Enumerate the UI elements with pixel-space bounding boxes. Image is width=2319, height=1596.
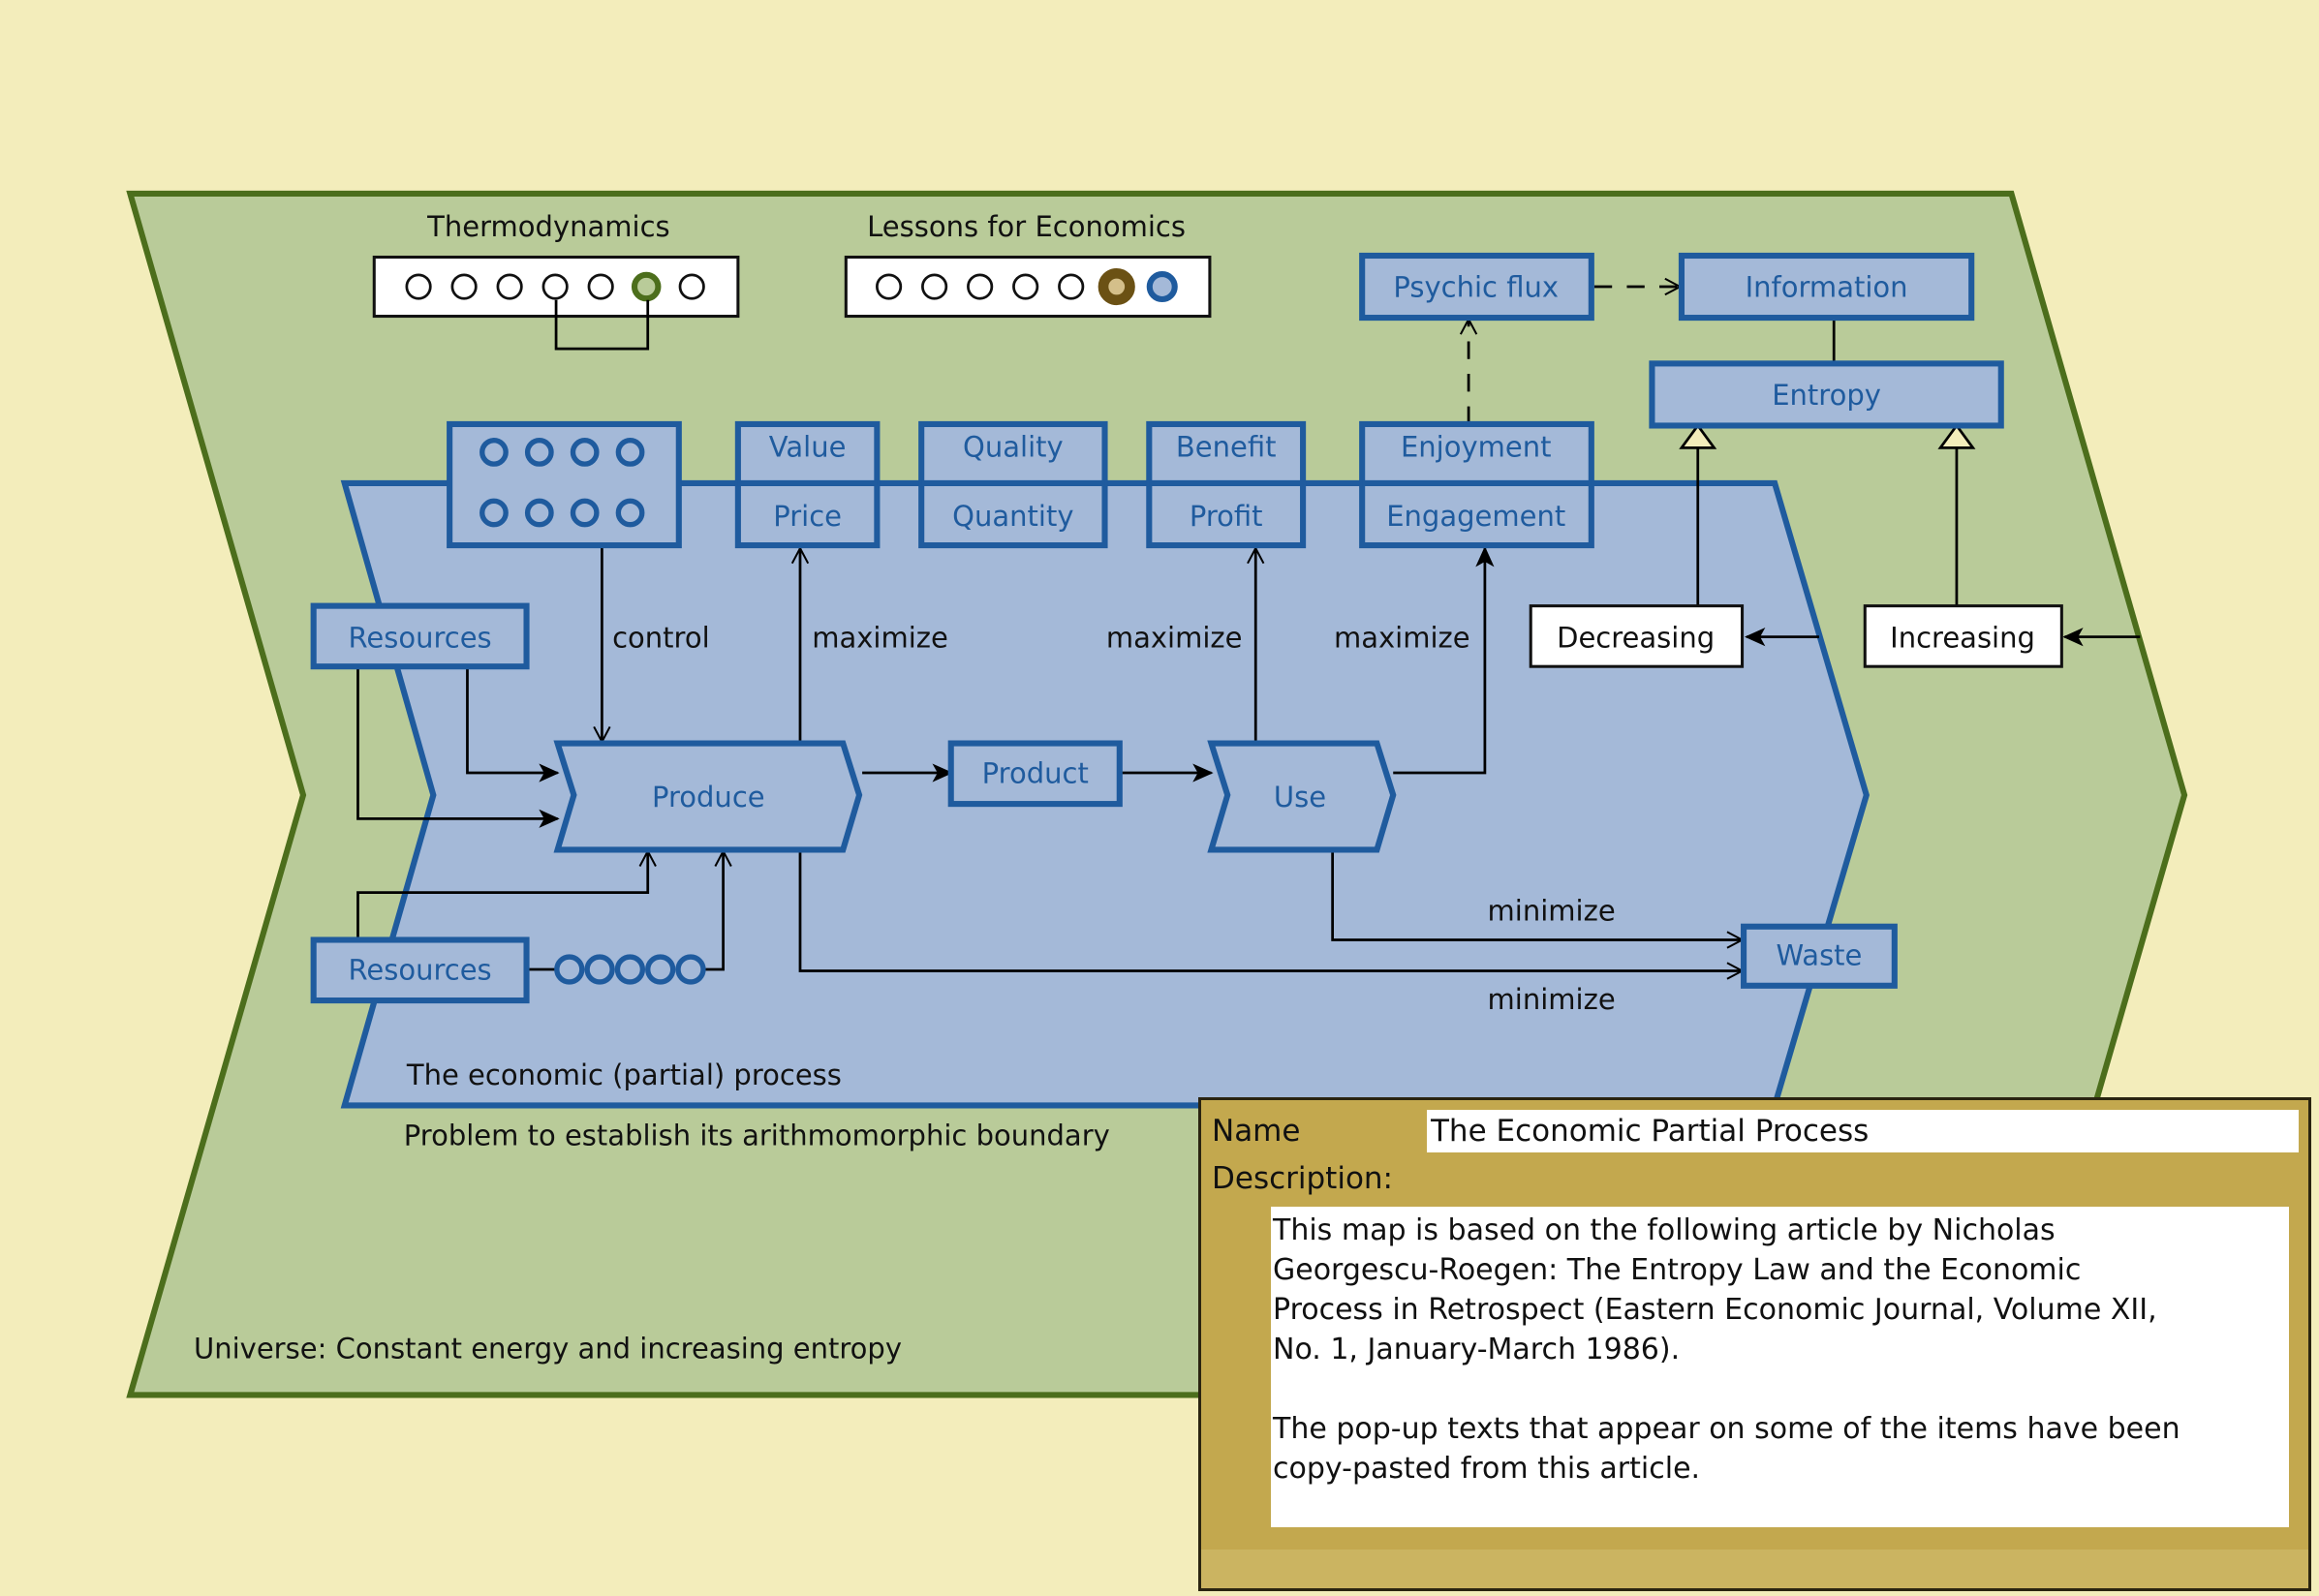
boundary-note: Problem to establish its arithmomorphic … [404,1120,1110,1152]
legend-dot-brown [1098,267,1135,306]
legend-dot [405,273,432,300]
name-field[interactable] [1427,1110,2299,1152]
edge-resources1-produce-b [356,667,560,828]
decreasing-label: Decreasing [1557,621,1715,654]
legend-dot-blue [1146,271,1178,303]
ring [570,498,600,528]
universe-label: Universe: Constant energy and increasing… [194,1332,902,1365]
value-price-node[interactable]: Value Price [734,420,881,549]
produce-node[interactable]: Produce [553,740,863,853]
ring [524,498,554,528]
decreasing-node[interactable]: Decreasing [1529,604,1745,668]
benefit-profit-node[interactable]: Benefit Profit [1146,420,1307,549]
legend-dot-highlighted [631,271,662,302]
label-maximize-price: maximize [812,621,948,654]
product-label: Product [982,757,1089,790]
process-label: The economic (partial) process [406,1059,842,1091]
value-label: Value [769,431,847,464]
benefit-label: Benefit [1176,431,1277,464]
information-label: Information [1746,271,1908,304]
edge-produce-waste [798,850,1743,971]
panel-bottom-strip [1201,1550,2308,1588]
quality-quantity-node[interactable]: Quality Quantity [918,420,1108,549]
ring [615,438,645,467]
use-label: Use [1274,781,1326,813]
quantity-label: Quantity [952,500,1073,533]
product-node[interactable]: Product [947,740,1123,808]
resources-bottom-label: Resources [349,954,492,987]
edge-resources2-produce-c [703,851,724,971]
engagement-label: Engagement [1386,500,1565,533]
ring [554,954,585,985]
legend-dot [1058,273,1085,300]
controls-node[interactable] [447,420,682,549]
ring [479,438,509,467]
thermodynamics-dots [405,271,705,302]
entropy-label: Entropy [1772,379,1881,412]
entropy-node[interactable]: Entropy [1649,360,2004,429]
ring [479,498,509,528]
resources-top-label: Resources [349,621,492,654]
triangle-increasing-icon [1937,423,1976,449]
use-node[interactable]: Use [1207,740,1397,853]
information-node[interactable]: Information [1678,252,1975,322]
waste-label: Waste [1776,938,1862,971]
legend-dot [496,273,523,300]
ring [645,954,676,985]
name-label: Name [1212,1114,1301,1149]
ring [615,498,645,528]
legend-dot [876,273,903,300]
legend-dot [450,273,478,300]
produce-label: Produce [652,781,765,813]
ring [675,954,706,985]
ring-grid-icon [479,438,645,528]
waste-node[interactable]: Waste [1741,923,1898,989]
resources-top-node[interactable]: Resources [310,602,530,670]
legend-dot [587,273,614,300]
label-control: control [612,621,710,654]
lessons-title: Lessons for Economics [867,210,1186,243]
psychic-flux-node[interactable]: Psychic flux [1359,252,1594,322]
properties-panel: Name Description: This map is based on t… [1198,1097,2311,1591]
label-minimize-produce: minimize [1488,983,1616,1016]
ring [524,438,554,467]
label-maximize-profit: maximize [1106,621,1243,654]
ring-chain-icon [554,954,706,985]
legend-dot [1012,273,1039,300]
price-label: Price [773,500,842,533]
resources-bottom-node[interactable]: Resources [310,936,530,1004]
legend-dot [967,273,994,300]
legend-dot [541,273,569,300]
ring [614,954,646,985]
edge-resources1-produce-a [466,667,560,783]
ring [584,954,615,985]
thermodynamics-title: Thermodynamics [426,210,670,243]
triangle-decreasing-icon [1679,423,1717,449]
profit-label: Profit [1190,500,1263,533]
label-minimize-use: minimize [1488,895,1616,928]
description-textarea[interactable]: This map is based on the following artic… [1271,1207,2289,1527]
edge-use-waste [1331,850,1743,940]
label-maximize-engagement: maximize [1334,621,1470,654]
legend-dot [921,273,948,300]
edge-resources2-produce-a [356,851,647,938]
enjoyment-label: Enjoyment [1401,431,1552,464]
ring [570,438,600,467]
quality-label: Quality [963,431,1064,464]
enjoyment-engagement-node[interactable]: Enjoyment Engagement [1359,420,1594,549]
legend-dot [678,273,705,300]
edge-use-engagement [1393,545,1495,775]
increasing-node[interactable]: Increasing [1863,604,2063,668]
psychic-flux-label: Psychic flux [1393,271,1559,304]
thermodynamics-link [554,299,650,351]
increasing-label: Increasing [1890,621,2035,654]
description-label: Description: [1212,1161,1393,1196]
lessons-dots [876,267,1178,306]
